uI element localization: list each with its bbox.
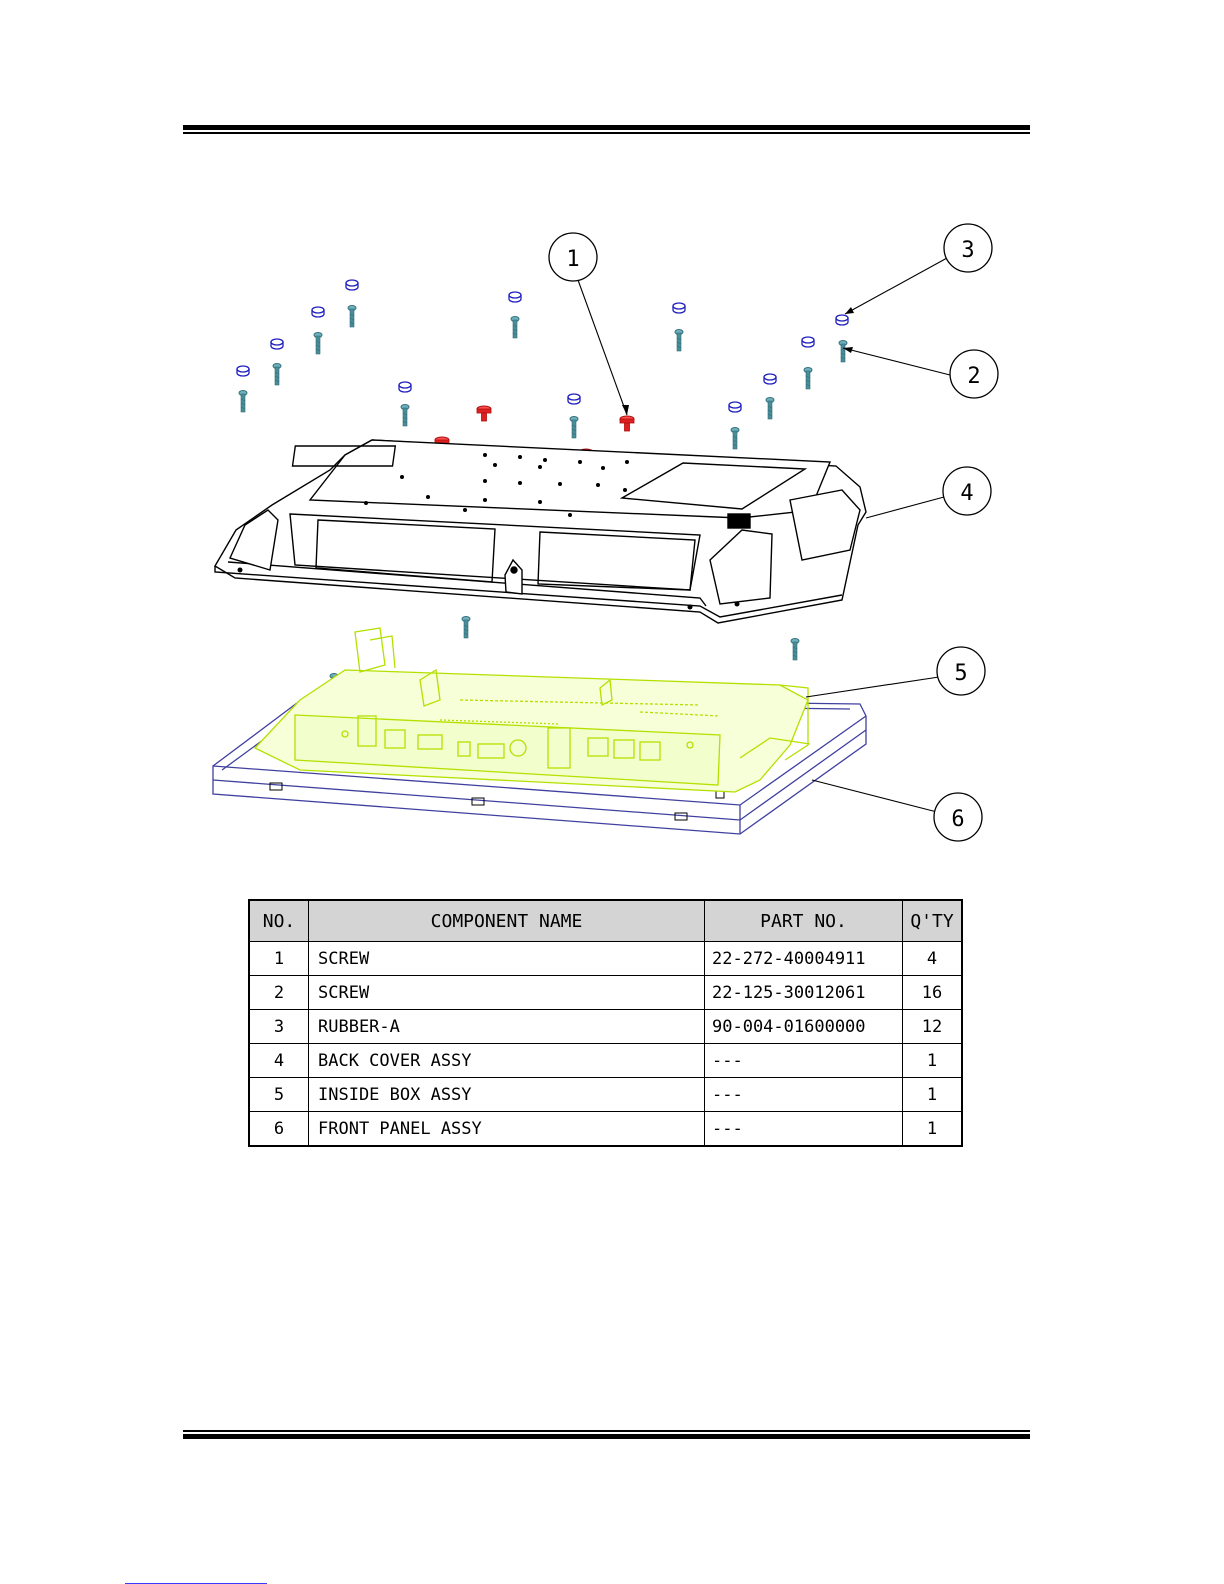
header-component-name: COMPONENT NAME bbox=[309, 900, 705, 942]
cell-qty: 12 bbox=[903, 1010, 963, 1044]
cell-no: 3 bbox=[249, 1010, 309, 1044]
cell-part: --- bbox=[705, 1112, 903, 1147]
cell-no: 4 bbox=[249, 1044, 309, 1078]
cell-no: 6 bbox=[249, 1112, 309, 1147]
callout-label: 2 bbox=[967, 364, 980, 389]
cell-part: 22-125-30012061 bbox=[705, 976, 903, 1010]
cell-qty: 16 bbox=[903, 976, 963, 1010]
header-no: NO. bbox=[249, 900, 309, 942]
cell-part: --- bbox=[705, 1078, 903, 1112]
callout-balloon-1: 1 bbox=[549, 233, 597, 281]
table-row: 1 SCREW 22-272-40004911 4 bbox=[249, 942, 962, 976]
header-qty: Q'TY bbox=[903, 900, 963, 942]
callout-label: 3 bbox=[961, 238, 974, 263]
callout-label: 6 bbox=[951, 807, 964, 832]
header-part-no: PART NO. bbox=[705, 900, 903, 942]
cell-name: SCREW bbox=[309, 942, 705, 976]
cell-qty: 4 bbox=[903, 942, 963, 976]
callout-label: 4 bbox=[960, 481, 973, 506]
cell-part: 22-272-40004911 bbox=[705, 942, 903, 976]
parts-list-table: NO. COMPONENT NAME PART NO. Q'TY 1 SCREW… bbox=[248, 899, 963, 1147]
table-row: 4 BACK COVER ASSY --- 1 bbox=[249, 1044, 962, 1078]
inside-box-assembly bbox=[255, 628, 810, 792]
cell-part: 90-004-01600000 bbox=[705, 1010, 903, 1044]
table-row: 6 FRONT PANEL ASSY --- 1 bbox=[249, 1112, 962, 1147]
cell-name: BACK COVER ASSY bbox=[309, 1044, 705, 1078]
callout-balloon-2: 2 bbox=[950, 350, 998, 398]
back-cover-assembly bbox=[215, 440, 866, 623]
cell-no: 5 bbox=[249, 1078, 309, 1112]
cell-name: INSIDE BOX ASSY bbox=[309, 1078, 705, 1112]
exploded-view-diagram: 1 2 3 4 5 6 bbox=[0, 0, 1224, 880]
callout-arrowheads bbox=[622, 307, 854, 415]
callout-balloon-3: 3 bbox=[944, 224, 992, 272]
callout-balloon-6: 6 bbox=[934, 793, 982, 841]
callout-balloon-5: 5 bbox=[937, 647, 985, 695]
table-row: 5 INSIDE BOX ASSY --- 1 bbox=[249, 1078, 962, 1112]
cell-name: SCREW bbox=[309, 976, 705, 1010]
cell-no: 2 bbox=[249, 976, 309, 1010]
table-header-row: NO. COMPONENT NAME PART NO. Q'TY bbox=[249, 900, 962, 942]
cell-part: --- bbox=[705, 1044, 903, 1078]
cell-name: RUBBER-A bbox=[309, 1010, 705, 1044]
table-row: 3 RUBBER-A 90-004-01600000 12 bbox=[249, 1010, 962, 1044]
table-row: 2 SCREW 22-125-30012061 16 bbox=[249, 976, 962, 1010]
callout-label: 5 bbox=[954, 661, 967, 686]
callout-label: 1 bbox=[566, 247, 579, 272]
rubber-parts bbox=[237, 280, 848, 412]
cell-qty: 1 bbox=[903, 1112, 963, 1147]
callout-balloon-4: 4 bbox=[943, 467, 991, 515]
cell-name: FRONT PANEL ASSY bbox=[309, 1112, 705, 1147]
cell-qty: 1 bbox=[903, 1044, 963, 1078]
cell-qty: 1 bbox=[903, 1078, 963, 1112]
cell-no: 1 bbox=[249, 942, 309, 976]
footer-rule bbox=[183, 1430, 1030, 1439]
